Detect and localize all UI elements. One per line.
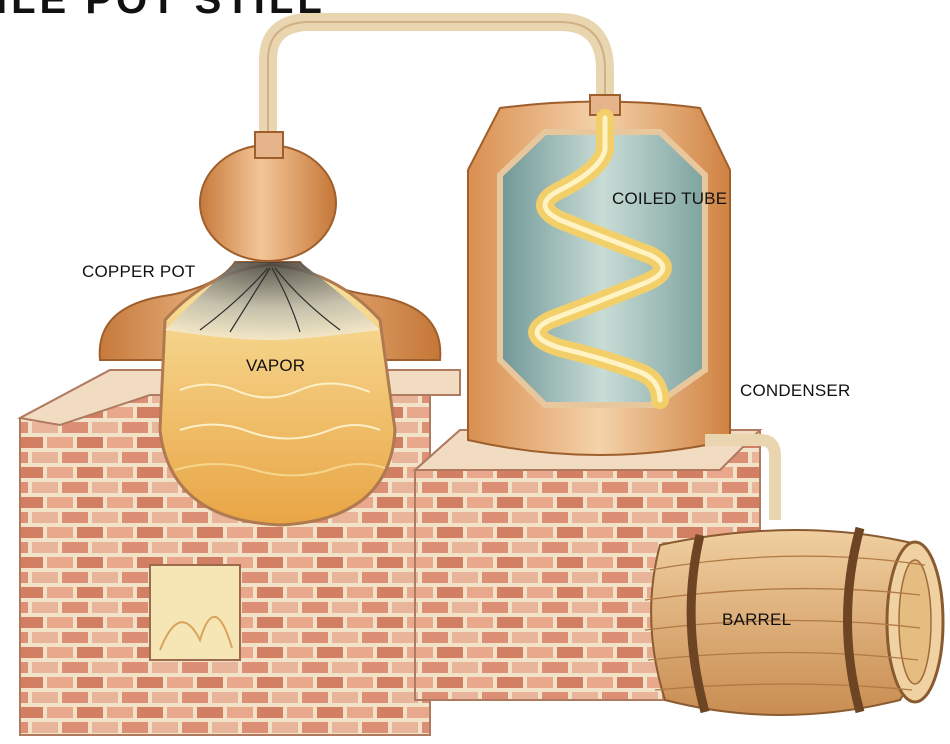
vapor-cloud [165,262,380,340]
label-copper-pot: COPPER POT [82,262,195,282]
label-condenser: CONDENSER [740,381,850,401]
label-coiled-tube: COILED TUBE [612,189,727,209]
label-barrel: BARREL [722,610,791,630]
barrel [645,528,943,715]
label-vapor: VAPOR [246,356,305,376]
furnace-opening [150,565,240,660]
